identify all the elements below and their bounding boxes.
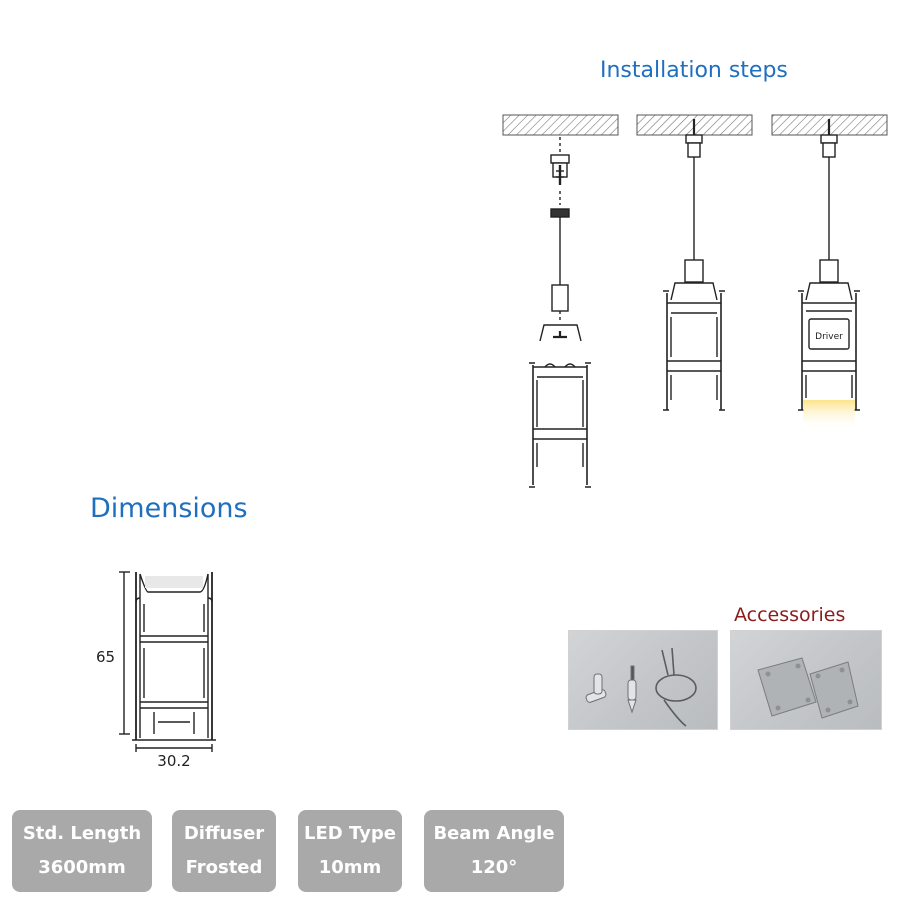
width-dimension-label: 30.2 xyxy=(157,752,190,770)
spec-badge-beam-angle: Beam Angle 120° xyxy=(424,810,564,892)
end-cap-plates-icon xyxy=(757,657,859,719)
driver-label: Driver xyxy=(815,332,843,342)
installation-steps-title: Installation steps xyxy=(600,58,788,83)
spec-badge-led-type: LED Type 10mm xyxy=(298,810,402,892)
spec-label: Beam Angle xyxy=(433,823,555,844)
end-cap-plates-photo xyxy=(730,630,882,730)
height-dimension-label: 65 xyxy=(96,648,115,666)
accessories-title: Accessories xyxy=(734,604,846,626)
spec-label: Std. Length xyxy=(22,823,142,844)
profile-dimension-drawing: 65 30.2 xyxy=(96,571,216,770)
step-1-exploded xyxy=(529,137,591,488)
ceiling-step-1 xyxy=(502,114,619,136)
spec-label: Diffuser xyxy=(183,823,265,844)
spec-badge-length: Std. Length 3600mm xyxy=(12,810,152,892)
step-3-with-driver xyxy=(798,119,860,411)
spec-badge-diffuser: Diffuser Frosted xyxy=(172,810,276,892)
dimensions-title: Dimensions xyxy=(90,493,248,524)
installation-diagram: Driver xyxy=(502,114,888,488)
suspension-kit-icon xyxy=(585,647,697,727)
spec-value: 120° xyxy=(470,857,518,878)
spec-label: LED Type xyxy=(304,823,396,844)
spec-value: 10mm xyxy=(318,857,382,878)
light-glow xyxy=(803,400,855,430)
suspension-kit-photo xyxy=(568,630,718,730)
spec-value: 3600mm xyxy=(38,857,126,878)
step-2-assembled xyxy=(663,119,725,411)
spec-value: Frosted xyxy=(185,857,263,878)
